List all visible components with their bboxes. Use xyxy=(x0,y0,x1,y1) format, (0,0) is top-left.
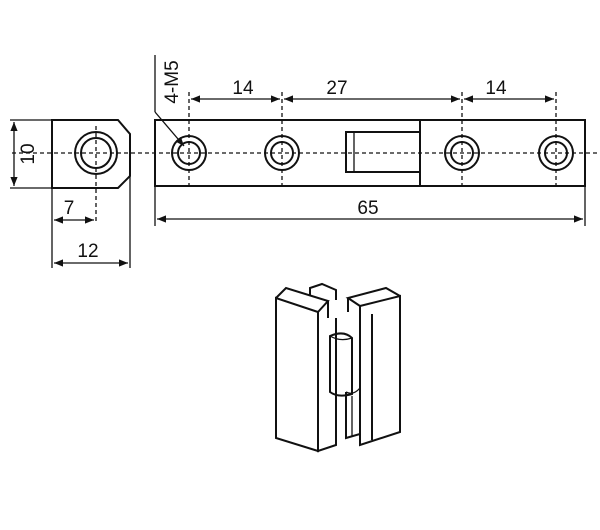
dim-spacing-middle-label: 27 xyxy=(326,78,347,99)
dim-hole-spacing: 14 27 14 xyxy=(191,78,554,103)
dim-end-width: 12 xyxy=(54,176,131,268)
dim-spacing-right-label: 14 xyxy=(485,78,507,99)
hinge-isometric-illustration xyxy=(275,282,401,453)
dim-hole-offset: 7 xyxy=(51,188,94,268)
dim-hole-offset-label: 7 xyxy=(64,198,75,219)
dim-overall-length-label: 65 xyxy=(357,198,378,219)
dim-end-width-label: 12 xyxy=(77,241,98,262)
front-view xyxy=(154,92,586,190)
front-view-outline xyxy=(154,119,586,187)
thread-callout-label: 4-M5 xyxy=(162,60,183,103)
dim-end-height: 10 xyxy=(10,119,52,189)
dim-spacing-left-label: 14 xyxy=(232,78,254,99)
dim-overall-length: 65 xyxy=(154,186,586,226)
hinge-pin xyxy=(345,131,421,173)
thread-callout: 4-M5 xyxy=(154,55,185,147)
dim-end-height-label: 10 xyxy=(18,143,39,164)
end-view-outline xyxy=(51,119,131,189)
